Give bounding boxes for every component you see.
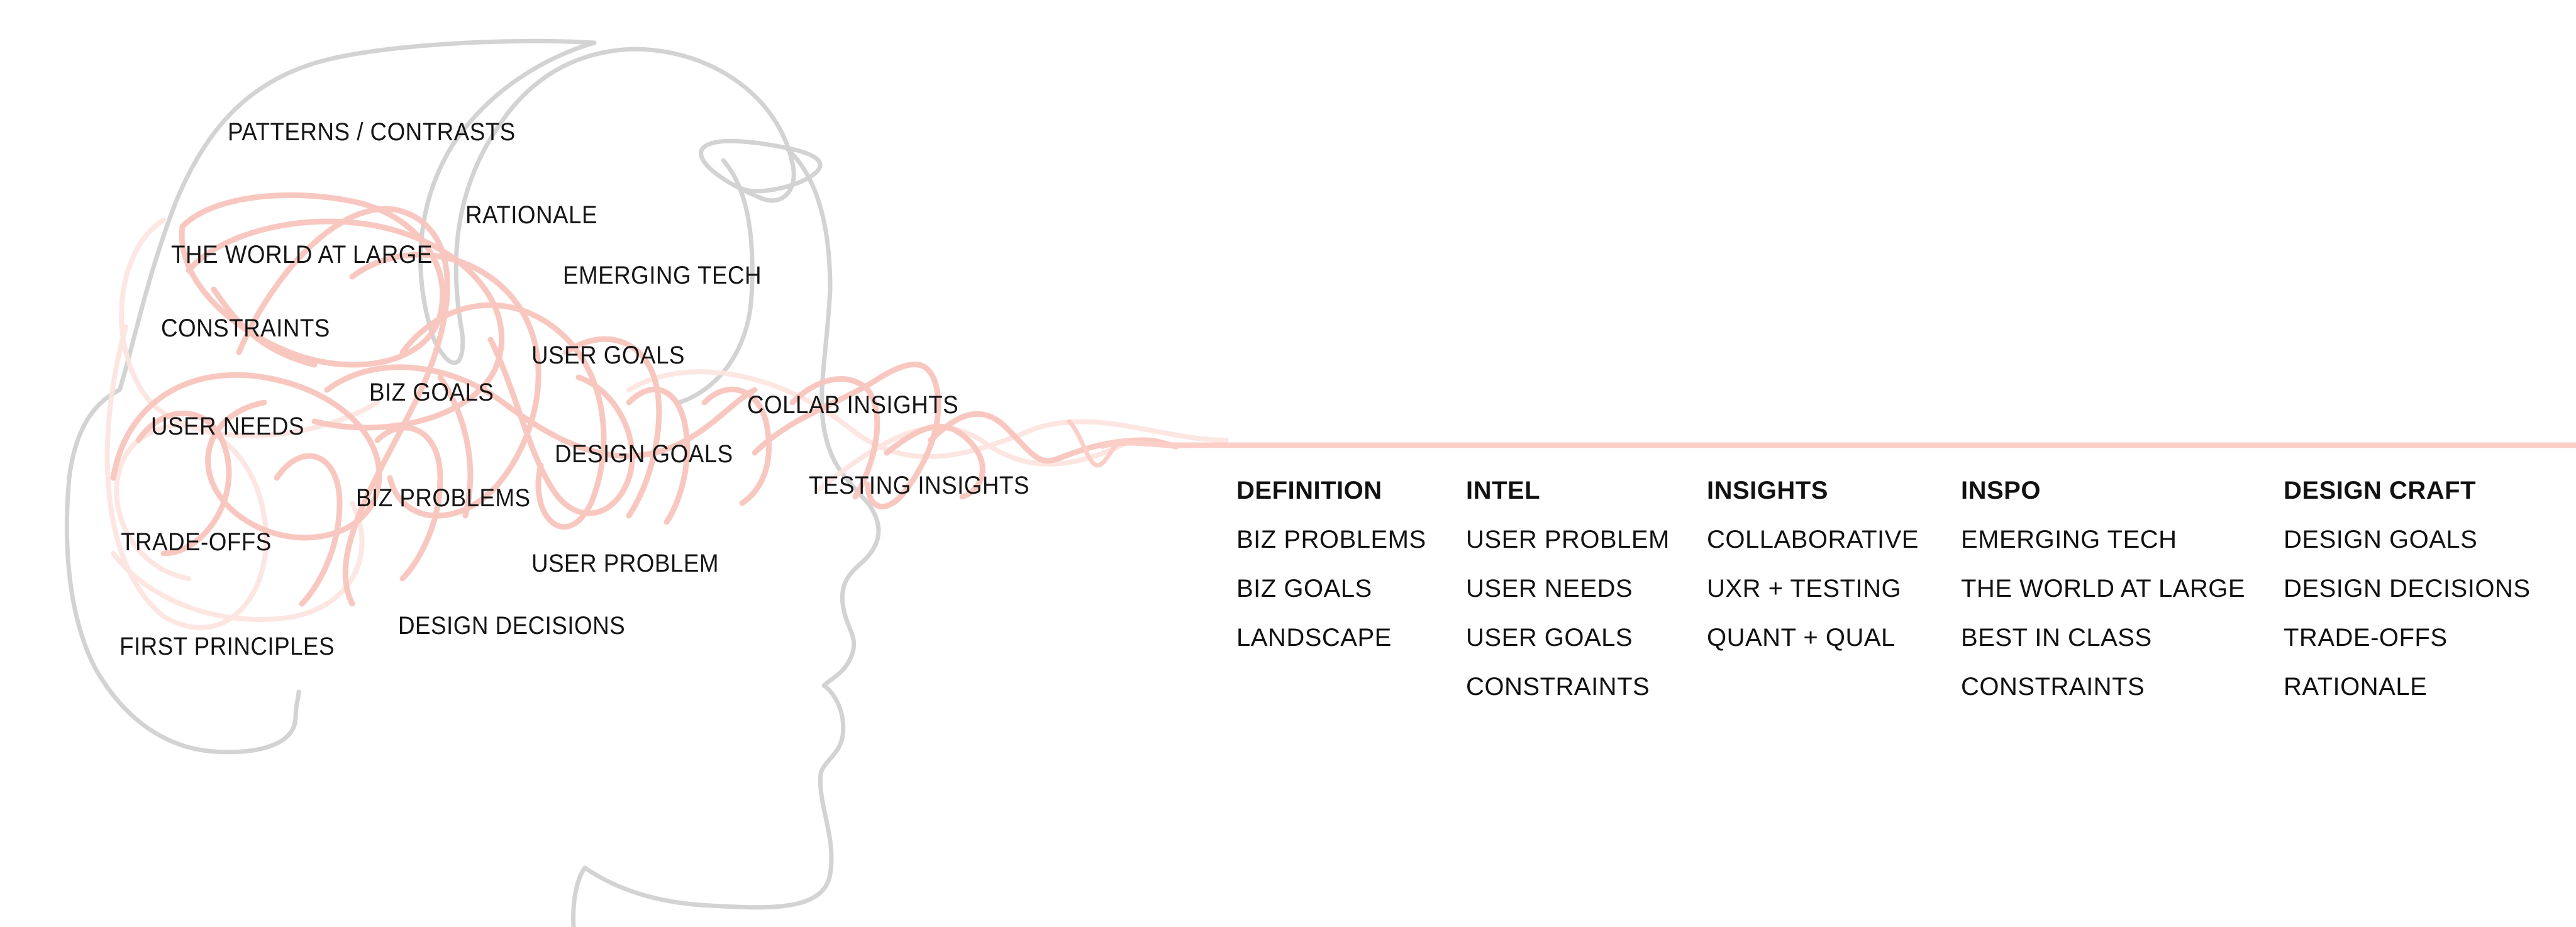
head-label-design-goals: DESIGN GOALS [555, 440, 733, 468]
head-label-testing-insights: TESTING INSIGHTS [809, 472, 1030, 499]
head-label-rationale: RATIONALE [465, 201, 597, 229]
column-intel: INTEL USER PROBLEM USER NEEDS USER GOALS… [1466, 478, 1670, 723]
head-label-user-goals: USER GOALS [531, 341, 685, 369]
head-label-emerging-tech: EMERGING TECH [563, 262, 762, 289]
column-design-craft: DESIGN CRAFT DESIGN GOALS DESIGN DECISIO… [2284, 478, 2531, 723]
column-insights: INSIGHTS COLLABORATIVE UXR + TESTING QUA… [1707, 478, 1919, 674]
column-heading: INSPO [1961, 477, 2041, 504]
column-item: UXR + TESTING [1707, 575, 1902, 602]
head-label-design-decisions: DESIGN DECISIONS [398, 612, 626, 640]
column-item: COLLABORATIVE [1707, 526, 1919, 553]
head-label-user-needs: USER NEEDS [151, 413, 304, 440]
column-item: TRADE-OFFS [2284, 624, 2448, 652]
column-inspo: INSPO EMERGING TECH THE WORLD AT LARGE B… [1961, 478, 2245, 723]
head-label-constraints: CONSTRAINTS [161, 314, 330, 342]
thought-scribble [104, 192, 1229, 630]
column-item: EMERGING TECH [1961, 526, 2177, 553]
column-item: THE WORLD AT LARGE [1961, 575, 2246, 602]
column-item: BEST IN CLASS [1961, 624, 2152, 652]
column-item: CONSTRAINTS [1961, 673, 2145, 701]
column-item: QUANT + QUAL [1707, 624, 1896, 652]
head-label-collab-insights: COLLAB INSIGHTS [747, 391, 959, 419]
column-item: USER NEEDS [1466, 575, 1633, 602]
column-item: RATIONALE [2284, 673, 2428, 701]
head-label-trade-offs: TRADE-OFFS [121, 528, 272, 556]
column-item: USER GOALS [1466, 624, 1633, 652]
head-label-patterns-contrasts: PATTERNS / CONTRASTS [228, 118, 516, 146]
column-heading: INTEL [1466, 477, 1541, 504]
column-item: BIZ GOALS [1236, 575, 1372, 602]
column-item: DESIGN DECISIONS [2284, 575, 2531, 602]
head-label-biz-goals: BIZ GOALS [369, 379, 494, 406]
head-label-first-principles: FIRST PRINCIPLES [119, 633, 335, 660]
column-item: LANDSCAPE [1236, 624, 1392, 652]
column-heading: INSIGHTS [1707, 477, 1828, 504]
thread-line [1099, 440, 2576, 450]
head-label-biz-problems: BIZ PROBLEMS [356, 484, 531, 512]
column-heading: DEFINITION [1236, 477, 1382, 504]
column-item: DESIGN GOALS [2284, 526, 2478, 553]
column-item: CONSTRAINTS [1466, 673, 1650, 701]
head-label-the-world-at-large: THE WORLD AT LARGE [171, 241, 433, 269]
column-heading: DESIGN CRAFT [2284, 477, 2476, 504]
column-item: BIZ PROBLEMS [1236, 526, 1426, 553]
column-definition: DEFINITION BIZ PROBLEMS BIZ GOALS LANDSC… [1236, 478, 1426, 674]
column-item: USER PROBLEM [1466, 526, 1670, 553]
head-label-user-problem: USER PROBLEM [531, 550, 719, 577]
